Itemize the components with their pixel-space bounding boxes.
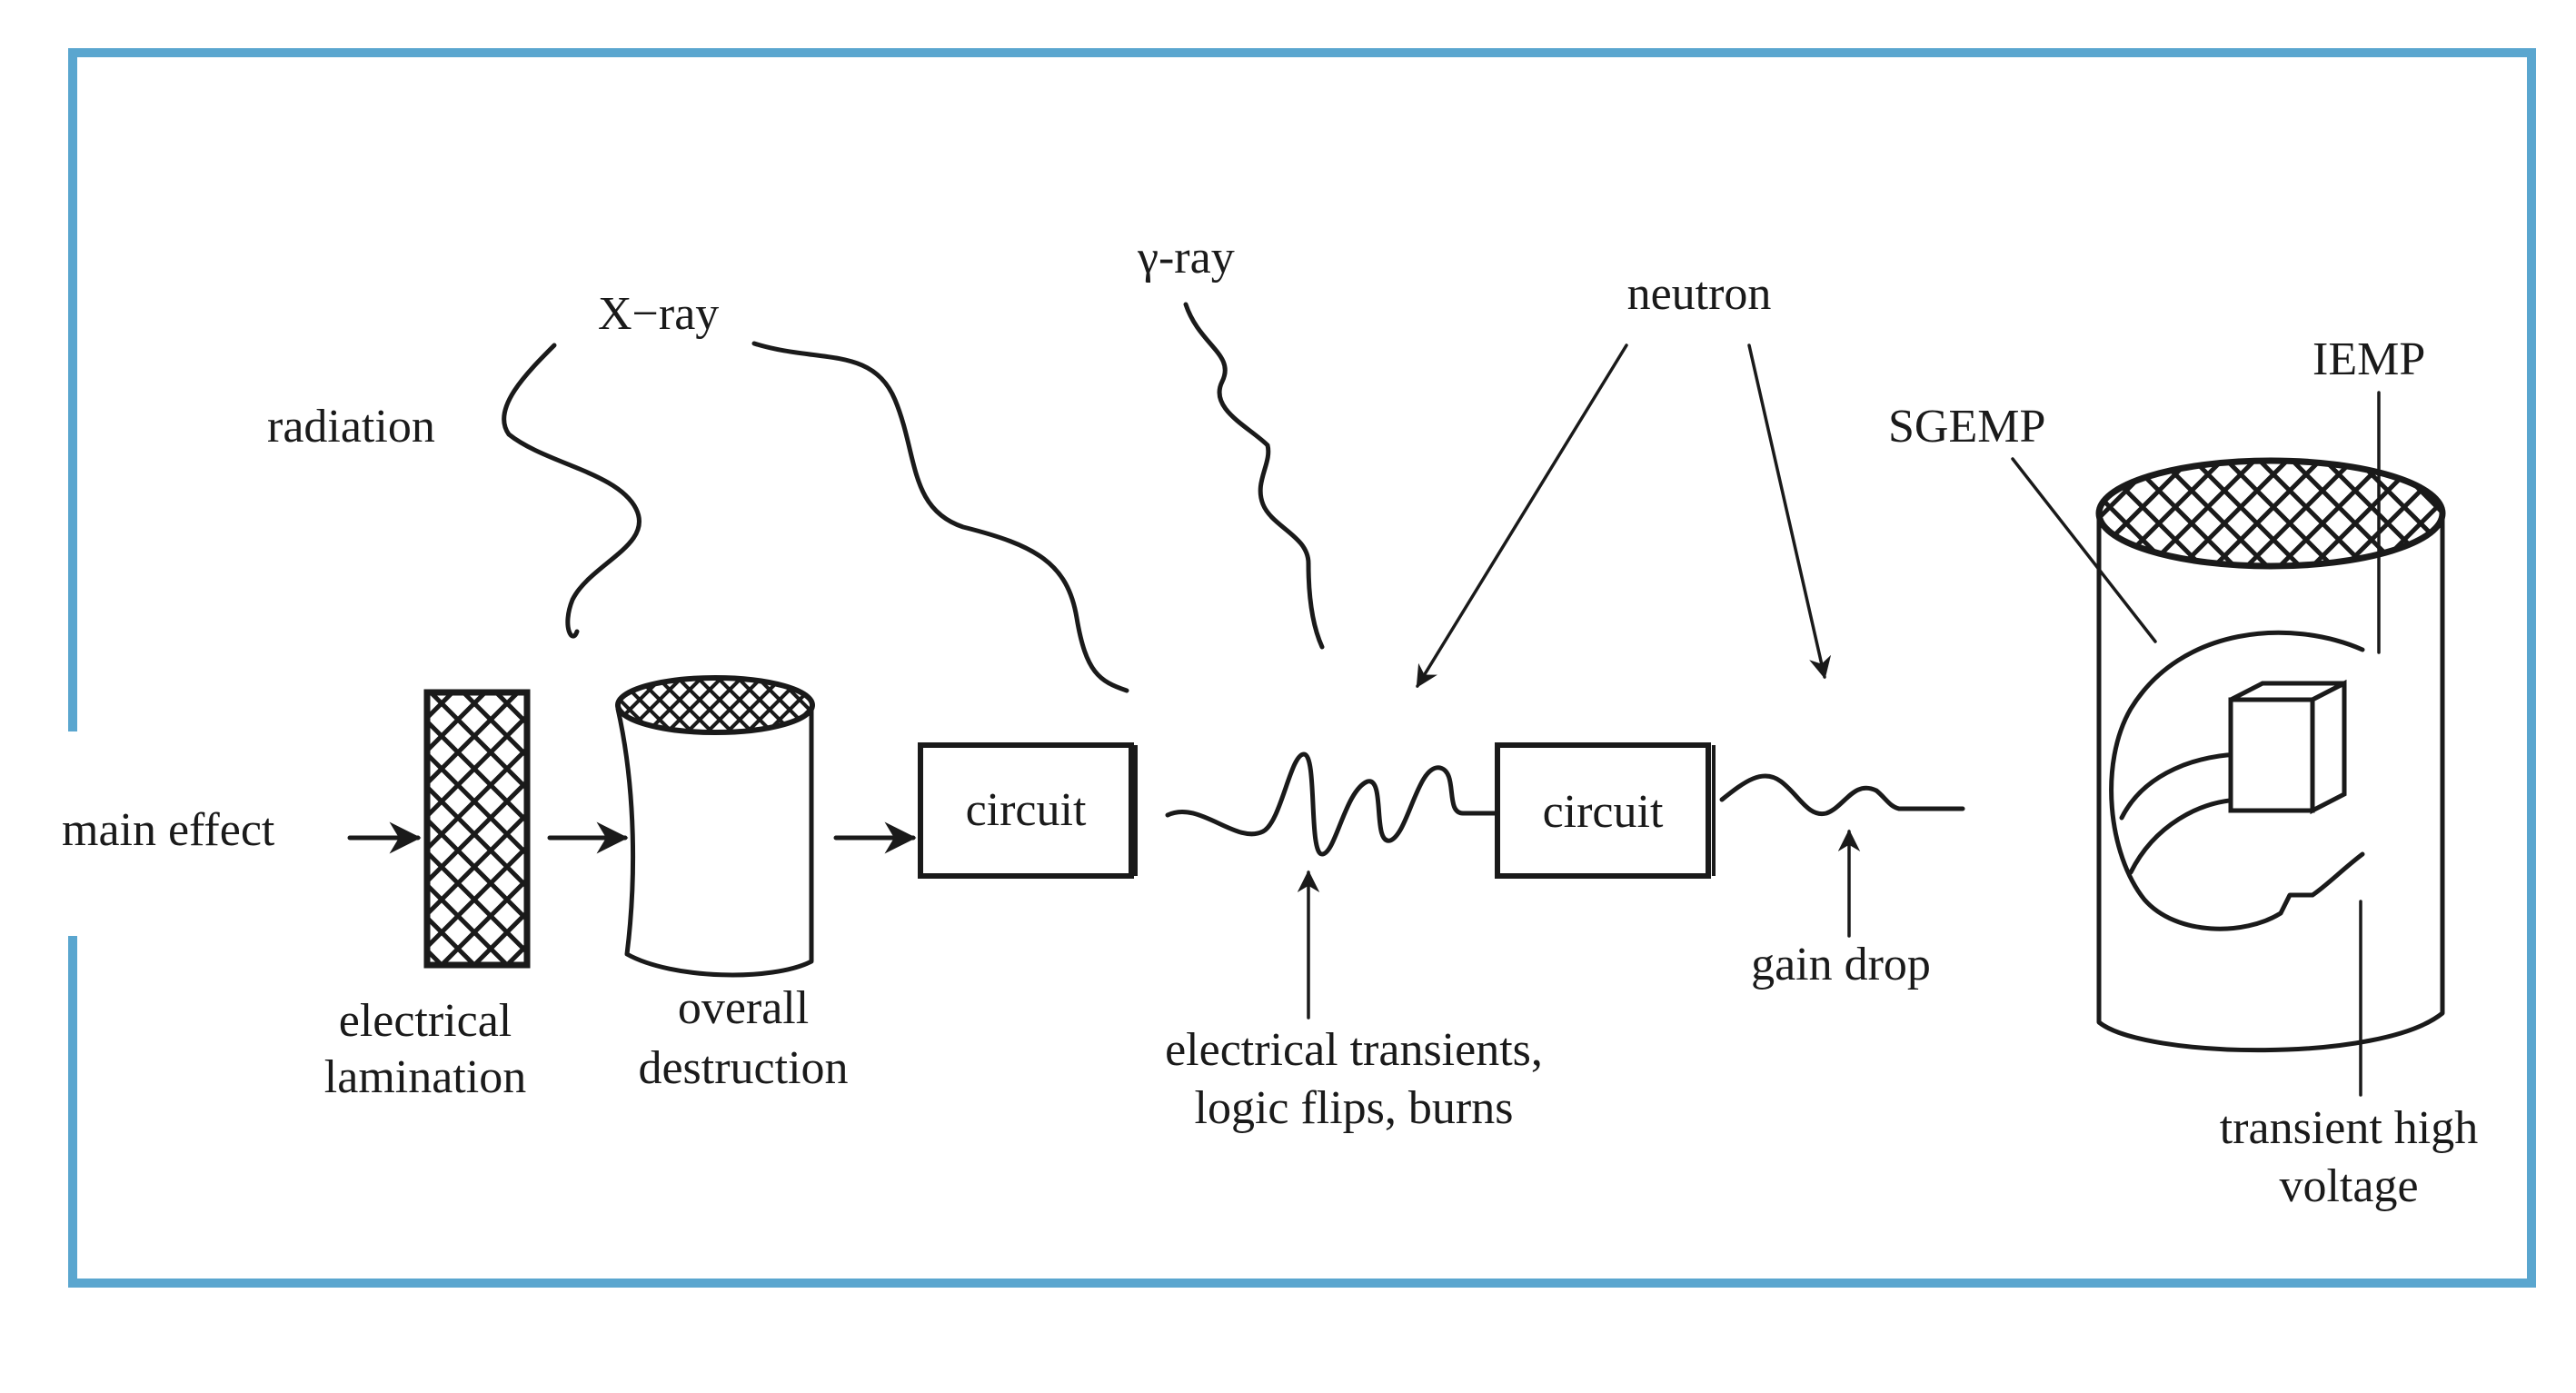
gamma-ray-wave [1183, 302, 1325, 650]
electrical-lamination-label-line2: lamination [324, 1051, 526, 1103]
circuit-box-1-label: circuit [966, 784, 1087, 836]
electrical-lamination-block [423, 689, 531, 969]
transient-high-voltage-label-line2: voltage [2279, 1160, 2418, 1212]
iemp-label: IEMP [2312, 333, 2425, 385]
gain-drop-waveform [1719, 773, 1965, 817]
sgemp-label: SGEMP [1888, 401, 2045, 453]
neutron-label: neutron [1627, 268, 1772, 320]
overall-destruction-label-line2: destruction [638, 1042, 848, 1094]
x-ray-wave-left [502, 343, 642, 639]
cube-component [2228, 679, 2347, 815]
frame-border [68, 48, 2536, 1288]
gamma-ray-label: γ-ray [1137, 232, 1235, 284]
sgemp-pointer-line [2011, 457, 2157, 643]
cylinder-device [2095, 457, 2446, 1053]
electrical-transients-label-line1: electrical transients, [1165, 1024, 1543, 1076]
gain-drop-label: gain drop [1751, 939, 1931, 990]
x-ray-label: X−ray [598, 288, 719, 340]
circuit-box-2-label: circuit [1543, 786, 1664, 838]
main-effect-label: main effect [62, 804, 275, 856]
overall-destruction-cylinder [615, 675, 815, 978]
neutron-arrow-right [1747, 343, 1832, 680]
x-ray-wave-right [751, 341, 1129, 693]
neutron-arrow-left [1416, 343, 1628, 689]
electrical-lamination-label-line1: electrical [339, 995, 512, 1047]
electrical-transients-label-line2: logic flips, burns [1195, 1082, 1514, 1134]
radiation-label: radiation [267, 401, 435, 453]
circuit-box-1: circuit [918, 742, 1138, 879]
overall-destruction-label-line1: overall [678, 982, 809, 1034]
transient-high-voltage-label-line1: transient high [2220, 1102, 2479, 1154]
transient-waveform [1165, 751, 1500, 857]
circuit-box-2: circuit [1495, 742, 1716, 879]
